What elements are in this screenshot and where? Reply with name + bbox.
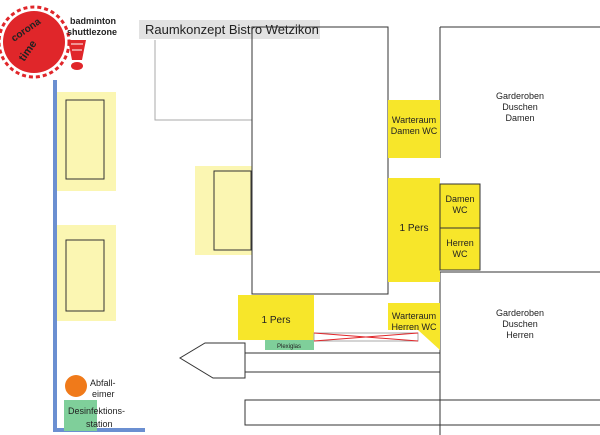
logo-brand-line-2: shuttlezone <box>67 27 117 37</box>
entrance-shape <box>179 342 246 379</box>
label-abfalleimer-2: eimer <box>92 389 115 399</box>
label-garderoben-damen-2: Duschen <box>502 102 538 112</box>
label-desinfektion-1: Desinfektions- <box>68 406 125 416</box>
title-background <box>139 20 320 39</box>
label-abfalleimer-1: Abfall- <box>90 378 116 388</box>
label-desinfektion-2: station <box>86 419 113 429</box>
wc-block <box>440 184 480 270</box>
abfalleimer-marker <box>65 375 87 397</box>
label-warteraum-herren-1: Warteraum <box>392 311 436 321</box>
corona-time-logo: corona time badminton shuttlezone <box>0 5 117 79</box>
table-bottom <box>65 239 105 312</box>
logo-brand-line-1: badminton <box>70 16 116 26</box>
red-barrier-line-2 <box>313 332 419 342</box>
right-building-outline <box>439 26 600 435</box>
label-garderoben-herren-2: Duschen <box>502 319 538 329</box>
table-middle <box>213 170 252 251</box>
pers-area-right <box>388 178 440 282</box>
label-warteraum-herren-2: Herren WC <box>391 322 437 332</box>
label-plexiglas: Plexiglas <box>277 344 301 350</box>
shuttlecock-icon <box>68 40 86 70</box>
plexiglas-panel <box>265 340 314 350</box>
label-warteraum-damen-1: Warteraum <box>392 115 436 125</box>
label-pers-counter: 1 Pers <box>262 315 291 326</box>
table-zone-bottom <box>57 225 116 321</box>
label-garderoben-herren-1: Garderoben <box>496 308 544 318</box>
page-title: Raumkonzept Bistro Wetzikon <box>145 22 319 37</box>
label-pers-right: 1 Pers <box>400 223 429 234</box>
room-outline-grey <box>154 40 252 121</box>
table-zone-top <box>57 92 116 191</box>
table-top <box>65 99 105 180</box>
label-garderoben-damen-1: Garderoben <box>496 91 544 101</box>
warteraum-herren <box>388 303 440 350</box>
pers-area-counter <box>238 295 314 340</box>
warteraum-damen <box>388 100 440 158</box>
bar-counter <box>245 352 441 373</box>
blue-wall-line <box>53 80 145 432</box>
label-damen-wc-2: WC <box>453 205 468 215</box>
label-damen-wc-1: Damen <box>445 194 474 204</box>
label-warteraum-damen-2: Damen WC <box>391 126 438 136</box>
main-room-block <box>251 26 389 295</box>
red-barrier-frame <box>313 332 419 342</box>
lower-wall <box>244 399 600 426</box>
label-herren-wc-2: WC <box>453 249 468 259</box>
desinfektion-marker <box>64 400 97 431</box>
wc-block-outline <box>439 183 481 271</box>
logo-badge <box>3 11 65 73</box>
label-herren-wc-1: Herren <box>446 238 474 248</box>
table-zone-middle <box>195 166 252 255</box>
label-garderoben-herren-3: Herren <box>506 330 534 340</box>
label-garderoben-damen-3: Damen <box>505 113 534 123</box>
